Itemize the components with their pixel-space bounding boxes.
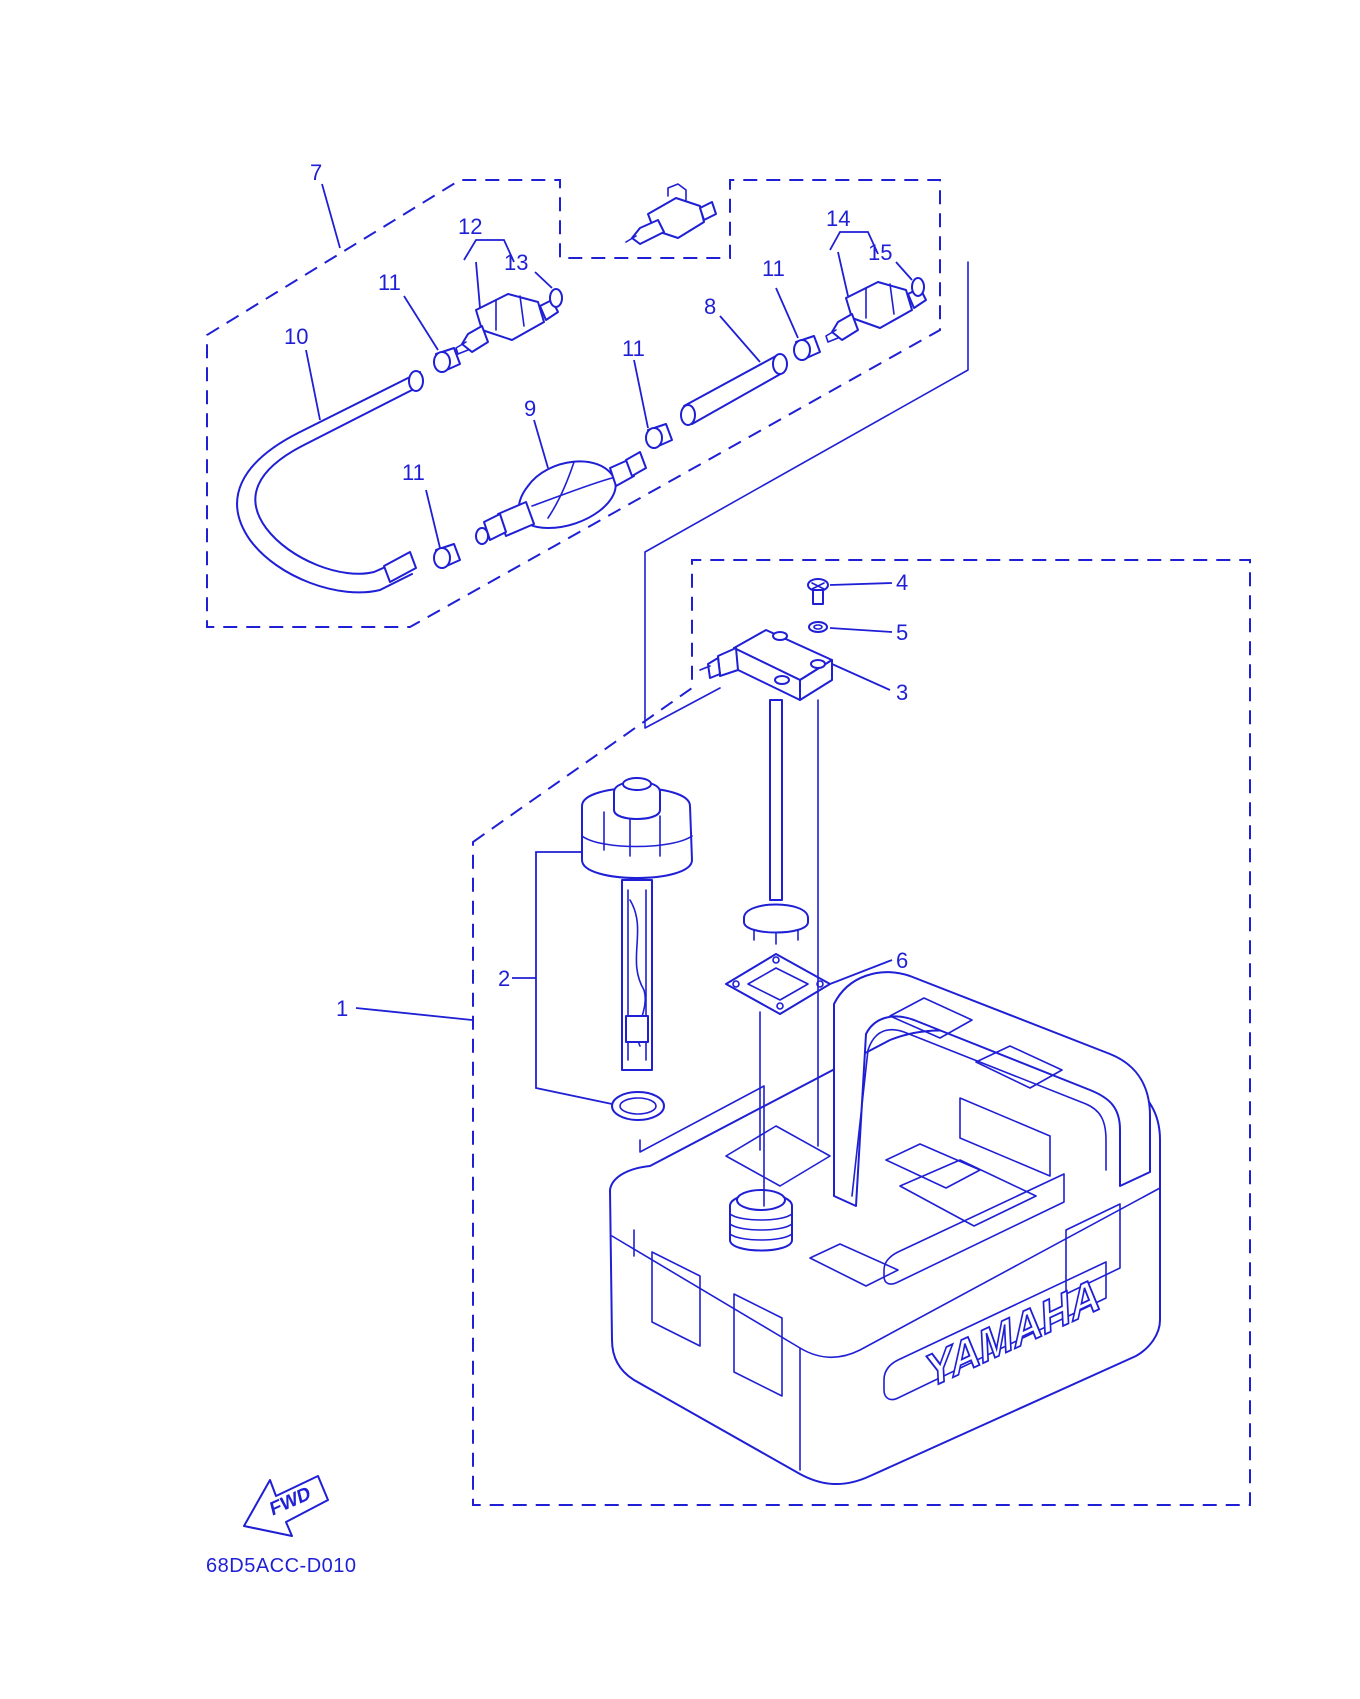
drawing-code: 68D5ACC-D010 bbox=[206, 1555, 357, 1577]
callout-6: 6 bbox=[896, 948, 908, 973]
connector-group-link-line bbox=[644, 261, 969, 729]
callout-5: 5 bbox=[896, 620, 908, 645]
fuel-hose-10 bbox=[236, 370, 424, 594]
hose-clip-11d bbox=[433, 543, 461, 569]
callout-3: 3 bbox=[896, 680, 908, 705]
fuel-hose-8 bbox=[680, 353, 788, 426]
washer-5 bbox=[808, 621, 828, 633]
hose-connector-14 bbox=[825, 281, 927, 343]
callout-9: 9 bbox=[524, 396, 536, 421]
hose-assembly-boundary bbox=[206, 179, 941, 628]
callout-10: 10 bbox=[284, 324, 308, 349]
gasket-6 bbox=[725, 953, 831, 1015]
callout-1: 1 bbox=[336, 996, 348, 1021]
callout-8: 8 bbox=[704, 294, 716, 319]
gauge-o-ring bbox=[611, 1091, 665, 1121]
screw-4 bbox=[807, 578, 829, 605]
tank-assembly-boundary bbox=[472, 559, 1251, 1506]
hose-clip-11b bbox=[793, 335, 821, 361]
callout-2: 2 bbox=[498, 966, 510, 991]
forward-direction-arrow: FWD bbox=[243, 1475, 329, 1537]
fuel-pickup-3 bbox=[699, 629, 833, 945]
fuel-tank-body: YAMAHA bbox=[609, 971, 1161, 1486]
part-callouts: 1 2 3 4 5 6 7 8 9 10 11 11 11 11 12 13 1… bbox=[284, 160, 908, 1021]
callout-11-upper-left: 11 bbox=[378, 270, 401, 295]
callout-14: 14 bbox=[826, 206, 850, 231]
callout-13: 13 bbox=[504, 250, 528, 275]
o-ring-15 bbox=[911, 277, 925, 297]
callout-11-upper-right: 11 bbox=[762, 256, 785, 281]
hose-clip-11c bbox=[645, 423, 673, 449]
callout-7: 7 bbox=[310, 160, 322, 185]
fuel-connector-upper bbox=[625, 183, 717, 245]
callout-4: 4 bbox=[896, 570, 908, 595]
fuel-gauge-cap-2 bbox=[581, 777, 693, 1071]
leader-lines bbox=[305, 183, 913, 1207]
o-ring-13 bbox=[549, 288, 563, 308]
callout-15: 15 bbox=[868, 240, 892, 265]
callout-12: 12 bbox=[458, 214, 482, 239]
primer-bulb-9 bbox=[475, 451, 647, 545]
callout-11-lower: 11 bbox=[402, 460, 425, 485]
hose-clip-11a bbox=[433, 347, 461, 373]
hose-connector-12 bbox=[455, 293, 559, 355]
callout-11-middle: 11 bbox=[622, 336, 645, 361]
